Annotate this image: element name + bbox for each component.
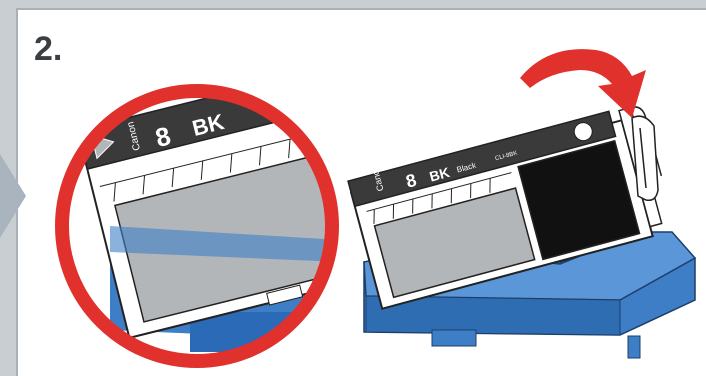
rotate-arrow-icon <box>520 49 646 118</box>
